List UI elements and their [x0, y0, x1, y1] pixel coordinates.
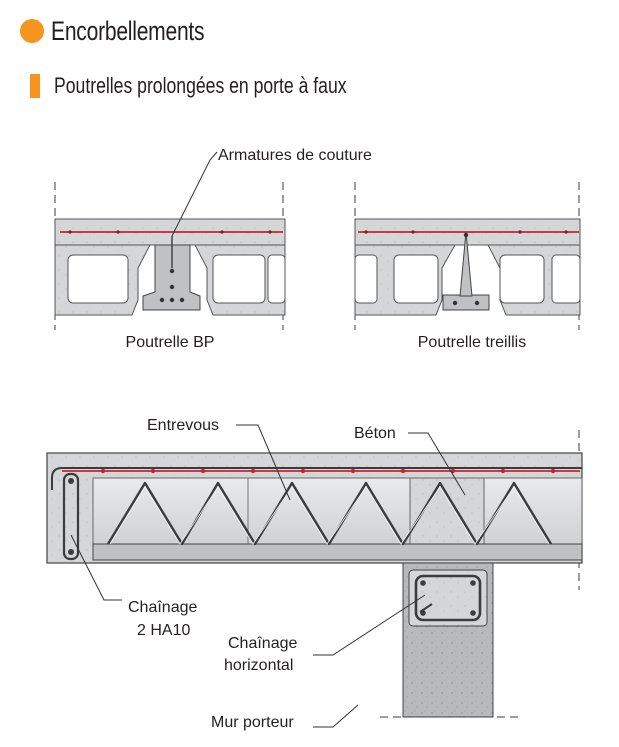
callout-line: [408, 432, 466, 496]
rebar-dot: [564, 230, 568, 234]
section-poutrelle-treillis: Poutrelle treillis: [354, 182, 581, 351]
rebar-dot: [169, 268, 175, 274]
orange-bullet-icon: [20, 19, 44, 43]
hollow-block-cavity: [67, 254, 129, 304]
rebar-dot: [364, 230, 368, 234]
concrete-rib: [409, 477, 485, 545]
rebar-dot: [200, 468, 206, 474]
stirrup-hook: [419, 603, 433, 613]
rebar-dot: [68, 478, 74, 484]
rebar-dot: [100, 468, 106, 474]
rebar-dot: [300, 468, 306, 474]
section-title-text: Encorbellements: [51, 15, 205, 46]
label-chainage-h2: horizontal: [224, 657, 293, 674]
rebar-dot: [420, 580, 426, 586]
rebar-dot: [500, 468, 506, 474]
rebar-dot: [220, 230, 224, 234]
rebar-dot: [518, 230, 522, 234]
callout-line: [313, 704, 359, 728]
lattice-truss-highlight: [109, 486, 550, 545]
rebar-dot: [159, 297, 165, 303]
lattice-truss: [459, 231, 473, 297]
callout-line: [70, 534, 122, 601]
beam-treillis-heel: [442, 294, 490, 311]
label-poutrelle-bp: Poutrelle BP: [126, 334, 215, 351]
section-elevation: Entrevous Béton Chaînage 2 HA10 Chaînage…: [46, 417, 583, 731]
rebar-dot: [452, 300, 458, 306]
horizontal-chainage: [408, 569, 488, 627]
label-chainage-2: 2 HA10: [137, 622, 190, 639]
rebar-dot: [470, 610, 476, 616]
rebar-dot: [116, 230, 120, 234]
label-mur-porteur: Mur porteur: [211, 714, 294, 731]
hollow-block-cavity: [267, 254, 286, 304]
label-entrevous: Entrevous: [147, 417, 219, 434]
rebar-dot: [68, 230, 72, 234]
rebar-dot: [400, 468, 406, 474]
callout-line: [313, 594, 426, 656]
label-chainage-1: Chaînage: [128, 599, 197, 616]
callout-line: [171, 151, 218, 237]
rebar-dot: [463, 232, 469, 238]
rebar-dot: [179, 297, 185, 303]
callout-line: [236, 424, 291, 501]
rebar-dot: [470, 580, 476, 586]
rebar-dot: [474, 300, 480, 306]
rebar-dot: [169, 284, 175, 290]
rebar-dot: [550, 468, 556, 474]
label-chainage-h1: Chaînage: [228, 635, 297, 652]
chainage-stirrup: [414, 574, 482, 622]
section-subtitle-text: Poutrelles prolongées en porte à faux: [54, 73, 347, 98]
rebar-dot: [169, 297, 175, 303]
label-poutrelle-treillis: Poutrelle treillis: [418, 334, 526, 351]
top-rebar-hook: [51, 467, 582, 490]
rebar-dot: [250, 468, 256, 474]
section-subtitle: Poutrelles prolongées en porte à faux: [30, 70, 420, 102]
entrevous-block: [92, 477, 583, 545]
rebar-dot: [150, 468, 156, 474]
hollow-block-cavity: [551, 254, 581, 304]
hollow-block-cavity: [212, 254, 266, 304]
joist-heel: [92, 543, 583, 561]
rebar-dot: [268, 230, 272, 234]
rebar-dot: [411, 230, 415, 234]
beam-bp: [142, 244, 201, 311]
rebar-dot: [68, 549, 74, 555]
section-poutrelle-bp: Armatures de couture Poutrelle BP: [54, 147, 372, 351]
hollow-block-cavity: [499, 254, 545, 304]
orange-bar-icon: [30, 74, 40, 98]
rebar-dot: [350, 468, 356, 474]
label-armatures: Armatures de couture: [218, 147, 372, 164]
chainage-stirrup: [62, 472, 80, 561]
hollow-block-cavity: [393, 254, 439, 304]
section-title: Encorbellements: [20, 12, 248, 50]
label-beton: Béton: [354, 425, 396, 442]
lattice-truss-zigzag: [106, 481, 553, 546]
hollow-block-cavity: [354, 254, 378, 304]
